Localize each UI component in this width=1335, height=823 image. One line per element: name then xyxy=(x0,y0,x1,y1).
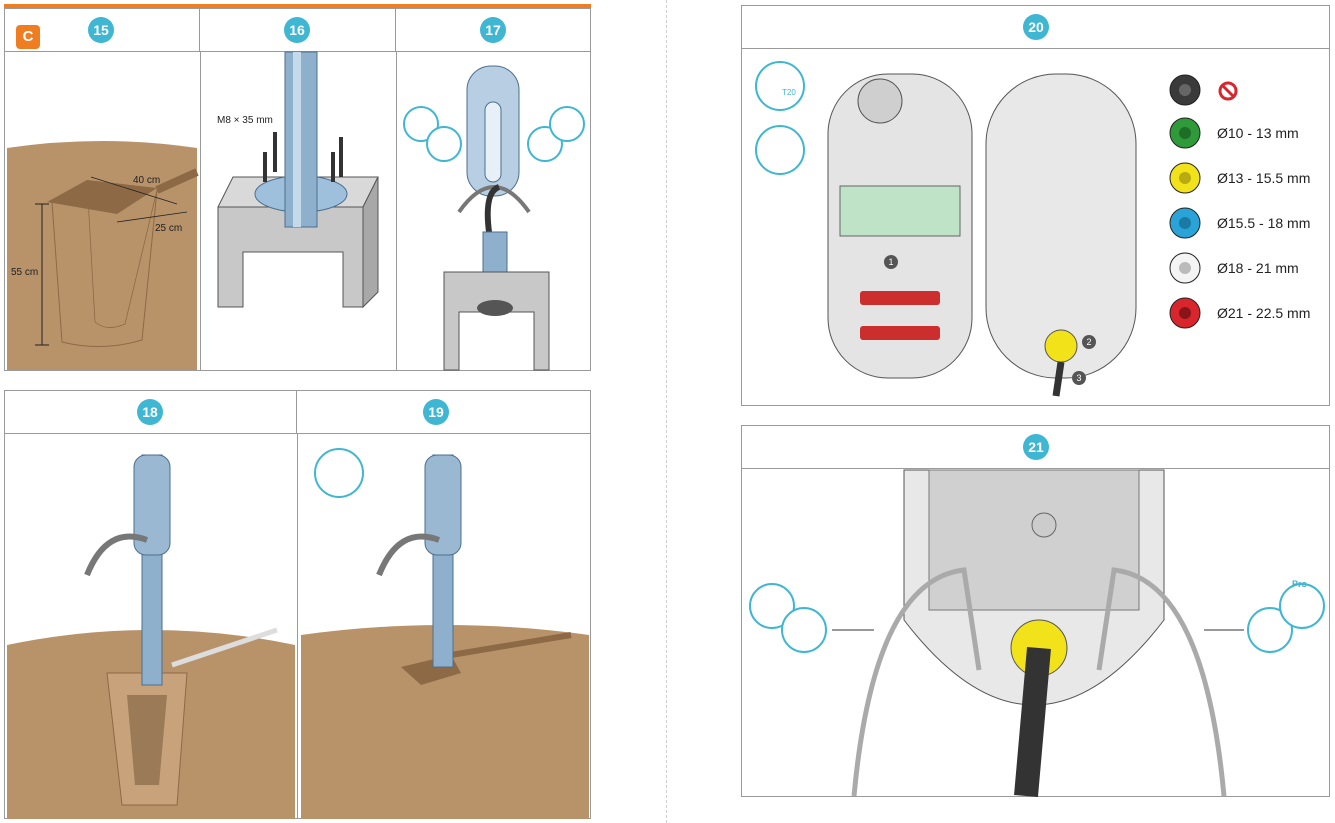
pro-label: Pro xyxy=(1292,579,1308,589)
dimension-height: 55 cm xyxy=(11,267,39,278)
section-bar xyxy=(4,4,591,8)
plinth-bolt-illustration xyxy=(217,51,379,309)
step-badge-16: 16 xyxy=(284,17,310,43)
panel-steps-15-17: C 15 16 17 40 cm 25 cm 55 cm xyxy=(4,8,591,371)
post-mount-illustration xyxy=(403,65,585,371)
step-17-header: 17 xyxy=(396,9,590,51)
grommet-icon xyxy=(1169,117,1201,149)
step-15-header: C 15 xyxy=(5,9,200,51)
backfill-illustration xyxy=(301,448,589,819)
grommet-icon xyxy=(1169,162,1201,194)
panel-header: 20 xyxy=(742,6,1329,49)
panel-step-21: 21 Pro xyxy=(741,425,1330,798)
panel-header: C 15 16 17 xyxy=(5,9,590,52)
tool-torx-label: T20 xyxy=(782,88,796,97)
tool-icons xyxy=(755,61,805,175)
panel-step-20: 20 T20 1 2 3 xyxy=(741,5,1330,406)
charger-back-illustration xyxy=(985,73,1137,397)
panel-header: 18 19 xyxy=(5,391,590,434)
callout-1: 1 xyxy=(884,255,898,269)
panel-header: 21 xyxy=(742,426,1329,469)
step-18-header: 18 xyxy=(5,391,297,433)
callout-3: 3 xyxy=(1072,371,1086,385)
grommet-icon xyxy=(1169,297,1201,329)
bolt-spec-label: M8 × 35 mm xyxy=(217,115,273,126)
grommet-icon xyxy=(1169,74,1201,106)
step-19-header: 19 xyxy=(297,391,590,433)
step-badge-19: 19 xyxy=(423,399,449,425)
callout-2: 2 xyxy=(1082,335,1096,349)
post-in-hole-illustration xyxy=(7,454,295,819)
step-badge-15: 15 xyxy=(88,17,114,43)
section-badge: C xyxy=(16,25,40,49)
cable-routing-illustration xyxy=(749,469,1325,798)
page-divider xyxy=(666,0,667,823)
hole-illustration xyxy=(7,141,199,370)
grommet-icon xyxy=(1169,252,1201,284)
step-badge-18: 18 xyxy=(137,399,163,425)
grommet-icon xyxy=(1169,207,1201,239)
step-badge-17: 17 xyxy=(480,17,506,43)
step-badge-20: 20 xyxy=(1023,14,1049,40)
step-16-header: 16 xyxy=(200,9,396,51)
no-entry-icon xyxy=(1218,81,1238,101)
dimension-depth: 25 cm xyxy=(155,223,183,234)
panel-steps-18-19: 18 19 xyxy=(4,390,591,819)
dimension-width: 40 cm xyxy=(133,175,161,186)
charger-open-illustration xyxy=(827,73,973,379)
step-badge-21: 21 xyxy=(1023,434,1049,460)
